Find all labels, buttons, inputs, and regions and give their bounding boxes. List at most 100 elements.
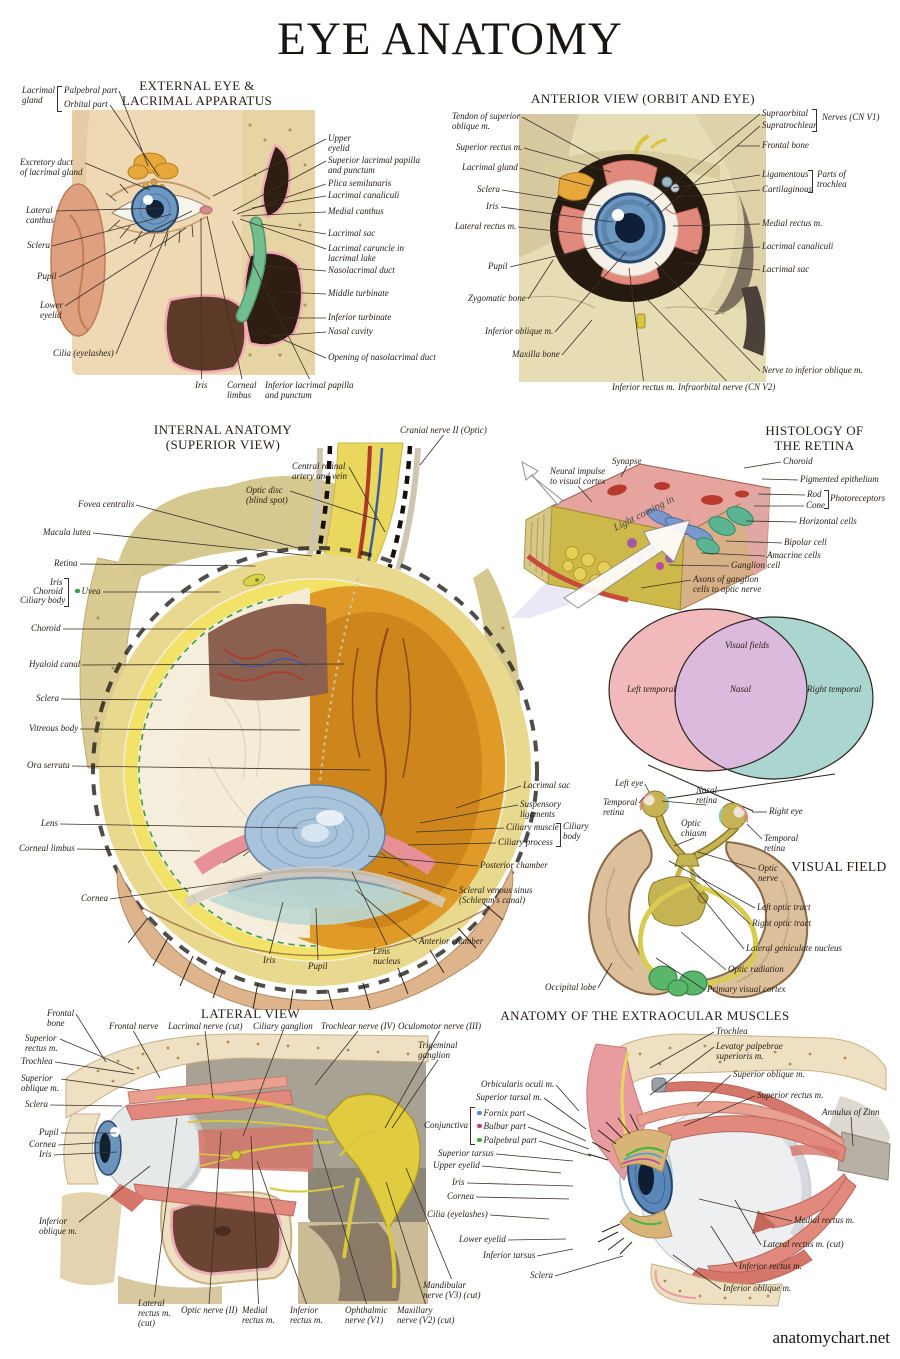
section-title-anterior: ANTERIOR VIEW (ORBIT AND EYE) (531, 91, 755, 106)
label-cranial-nerve-ii-optic: Cranial nerve II (Optic) (400, 425, 487, 435)
label-frontal-bone: Frontal bone (47, 1008, 75, 1029)
label-ciliary-muscle: Ciliary muscle (506, 822, 559, 832)
label-central-retinal-artery-and-vein: Central retinal artery and vein (292, 461, 347, 482)
label-trochlea: Trochlea (21, 1056, 53, 1066)
label-maxillary-nerve-v2-cut: Maxillary nerve (V2) (cut) (397, 1305, 455, 1326)
label-opening-of-nasolacrimal-duct: Opening of nasolacrimal duct (328, 352, 436, 362)
grouping-bracket (824, 490, 829, 509)
label-lateral-rectus-m: Lateral rectus m. (455, 221, 517, 231)
label-photoreceptors: Photoreceptors (830, 493, 886, 503)
label-tendon-of-superior-oblique-m: Tendon of superior oblique m. (452, 111, 521, 132)
label-superior-oblique-m: Superior oblique m. (733, 1069, 805, 1079)
label-ganglion-cell: Ganglion cell (731, 560, 781, 570)
label-sclera: Sclera (477, 184, 500, 194)
label-cartilaginous: Cartilaginous (762, 184, 813, 194)
label-choroid: Choroid (783, 456, 813, 466)
label-hyaloid-canal: Hyaloid canal (29, 659, 81, 669)
label-mandibular-nerve-v3-cut: Mandibular nerve (V3) (cut) (423, 1280, 481, 1301)
label-right-optic-tract: Right optic tract (752, 918, 811, 928)
external-eye-illustration (50, 110, 315, 375)
label-posterior-chamber: Posterior chamber (480, 860, 548, 870)
label-inferior-turbinate: Inferior turbinate (328, 312, 392, 322)
label-medial-canthus: Medial canthus (328, 206, 384, 216)
section-title-histology: HISTOLOGY OF THE RETINA (765, 423, 864, 453)
label-upper-eyelid: Upper eyelid (328, 133, 351, 154)
label-excretory-duct-of-lacrimal-gland: Excretory duct of lacrimal gland (20, 157, 83, 178)
label-conjunctiva: Conjunctiva (424, 1120, 468, 1130)
label-medial-rectus-m: Medial rectus m. (794, 1215, 855, 1225)
label-lacrimal-gland: Lacrimal gland (22, 85, 56, 106)
label-vitreous-body: Vitreous body (29, 723, 79, 733)
label-pupil: Pupil (37, 271, 57, 281)
label-lateral-geniculate-nucleus: Lateral geniculate nucleus (746, 943, 842, 953)
label-visual-fields: Visual fields (725, 640, 770, 650)
label-synapse: Synapse (612, 456, 642, 466)
label-trochlea: Trochlea (716, 1026, 748, 1036)
site-credit: anatomychart.net (772, 1328, 890, 1347)
label-superior-rectus-m: Superior rectus m. (25, 1033, 58, 1054)
label-inferior-oblique-m: Inferior oblique m. (723, 1283, 792, 1293)
label-occipital-lobe: Occipital lobe (545, 982, 597, 992)
label-uvea: Uvea (75, 586, 101, 596)
label-trochlear-nerve-iv: Trochlear nerve (IV) (321, 1021, 396, 1031)
grouping-bracket (812, 109, 817, 132)
label-nerves-cn-v1: Nerves (CN V1) (822, 112, 880, 122)
label-cornea: Cornea (447, 1191, 474, 1201)
section-title-visual-field: VISUAL FIELD (791, 859, 887, 874)
label-levator-palpebrae-superioris-m: Levator palpebrae superioris m. (716, 1041, 783, 1062)
anterior-view-illustration (519, 114, 766, 382)
label-pupil: Pupil (488, 261, 508, 271)
label-nasolacrimal-duct: Nasolacrimal duct (328, 265, 395, 275)
label-lateral-canthus: Lateral canthus (26, 205, 54, 226)
label-sclera: Sclera (530, 1270, 553, 1280)
color-dot-icon (477, 1137, 482, 1142)
label-superior-lacrimal-papilla-and-punctum: Superior lacrimal papilla and punctum (328, 155, 420, 176)
label-upper-eyelid: Upper eyelid (433, 1160, 480, 1170)
retina-histology-illustration (512, 461, 772, 618)
label-medial-rectus-m: Medial rectus m. (762, 218, 823, 228)
label-nasal-retina: Nasal retina (696, 785, 718, 806)
label-lacrimal-sac: Lacrimal sac (523, 780, 571, 790)
label-lacrimal-sac: Lacrimal sac (328, 228, 376, 238)
label-ophthalmic-nerve-v1: Ophthalmic nerve (V1) (345, 1305, 388, 1326)
label-cornea: Cornea (29, 1139, 56, 1149)
section-title-internal: INTERNAL ANATOMY (SUPERIOR VIEW) (153, 422, 293, 452)
label-supratrochlear: Supratrochlear (762, 120, 817, 130)
section-title-muscles: ANATOMY OF THE EXTRAOCULAR MUSCLES (500, 1008, 790, 1023)
label-ligamentous: Ligamentous (762, 169, 809, 179)
label-bulbar-part: Bulbar part (477, 1121, 526, 1131)
grouping-bracket (57, 86, 62, 112)
label-optic-nerve-ii: Optic nerve (II) (181, 1305, 238, 1315)
label-palpebral-part: Palpebral part (477, 1135, 537, 1145)
label-inferior-rectus-m: Inferior rectus m. (612, 382, 675, 392)
label-neural-impulse-to-visual-cortex: Neural impulse to visual cortex (550, 466, 606, 487)
label-iris: Iris (486, 201, 499, 211)
label-rod: Rod (807, 489, 822, 499)
label-cornea: Cornea (81, 893, 108, 903)
label-superior-tarsal-m: Superior tarsal m. (476, 1092, 542, 1102)
label-left-eye: Left eye (615, 778, 644, 788)
label-iris: Iris (263, 955, 276, 965)
label-lacrimal-sac: Lacrimal sac (762, 264, 810, 274)
label-bipolar-cell: Bipolar cell (784, 537, 827, 547)
label-left-optic-tract: Left optic tract (757, 902, 811, 912)
label-optic-nerve: Optic nerve (758, 863, 778, 884)
label-right-eye: Right eye (769, 806, 803, 816)
label-superior-rectus-m: Superior rectus m. (757, 1090, 824, 1100)
label-inferior-lacrimal-papilla-and-punctum: Inferior lacrimal papilla and punctum (265, 380, 354, 401)
label-lacrimal-nerve-cut: Lacrimal nerve (cut) (168, 1021, 243, 1031)
color-dot-icon (477, 1123, 482, 1128)
label-inferior-tarsus: Inferior tarsus (483, 1250, 536, 1260)
label-superior-rectus-m: Superior rectus m. (456, 142, 523, 152)
label-inferior-oblique-m: Inferior oblique m. (485, 326, 554, 336)
label-lower-eyelid: Lower eyelid (40, 300, 64, 321)
label-suspensory-ligaments: Suspensory ligaments (520, 799, 561, 820)
label-retina: Retina (54, 558, 78, 568)
label-iris: Iris (195, 380, 208, 390)
label-palpebral-part: Palpebral part (64, 85, 118, 95)
label-lens-nucleus: Lens nucleus (373, 946, 401, 967)
label-amacrine-cells: Amacrine cells (767, 550, 821, 560)
label-horizontal-cells: Horizontal cells (799, 516, 857, 526)
label-superior-tarsus: Superior tarsus (438, 1148, 494, 1158)
